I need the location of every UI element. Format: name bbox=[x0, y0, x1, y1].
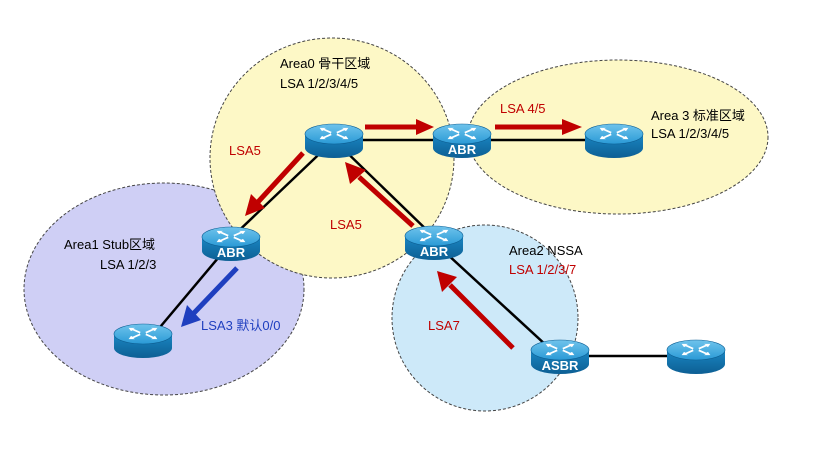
lsa3-default-label: LSA3 默认0/0 bbox=[201, 318, 281, 333]
arrow-area2-to-area0 bbox=[345, 162, 415, 228]
area0-name: Area0 骨干区域 bbox=[280, 56, 370, 71]
abr-area2-label: ABR bbox=[420, 244, 449, 259]
area1-name: Area1 Stub区域 bbox=[64, 237, 155, 252]
area3-name: Area 3 标准区域 bbox=[651, 108, 745, 123]
arrow-area0-to-area1 bbox=[245, 151, 305, 216]
router-area0-core[interactable] bbox=[304, 123, 364, 158]
lsa5-left-label: LSA5 bbox=[229, 143, 261, 158]
abr-area3-label: ABR bbox=[448, 142, 477, 157]
router-abr-area2[interactable]: ABR bbox=[404, 225, 464, 260]
router-asbr[interactable]: ASBR bbox=[530, 339, 590, 374]
lsa5-mid-label: LSA5 bbox=[330, 217, 362, 232]
arrow-asbr-to-abr bbox=[437, 271, 515, 350]
abr-area1-label: ABR bbox=[217, 245, 246, 260]
arrow-stub-default bbox=[181, 266, 239, 327]
arrow-area0-to-area3 bbox=[365, 119, 582, 135]
router-abr-area1[interactable]: ABR bbox=[201, 226, 261, 261]
router-area1-internal[interactable] bbox=[113, 323, 173, 358]
lsa-45-label: LSA 4/5 bbox=[500, 101, 546, 116]
asbr-label: ASBR bbox=[542, 358, 579, 373]
lsa7-label: LSA7 bbox=[428, 318, 460, 333]
area1-lsa: LSA 1/2/3 bbox=[100, 257, 156, 272]
area3-lsa: LSA 1/2/3/4/5 bbox=[651, 126, 729, 141]
area0-lsa: LSA 1/2/3/4/5 bbox=[280, 76, 358, 91]
area2-lsa: LSA 1/2/3/7 bbox=[509, 262, 576, 277]
area0-region bbox=[209, 37, 455, 279]
router-abr-area3[interactable]: ABR bbox=[432, 123, 492, 158]
router-external[interactable] bbox=[666, 339, 726, 374]
area2-name: Area2 NSSA bbox=[509, 243, 583, 258]
router-area3-internal[interactable] bbox=[584, 123, 644, 158]
